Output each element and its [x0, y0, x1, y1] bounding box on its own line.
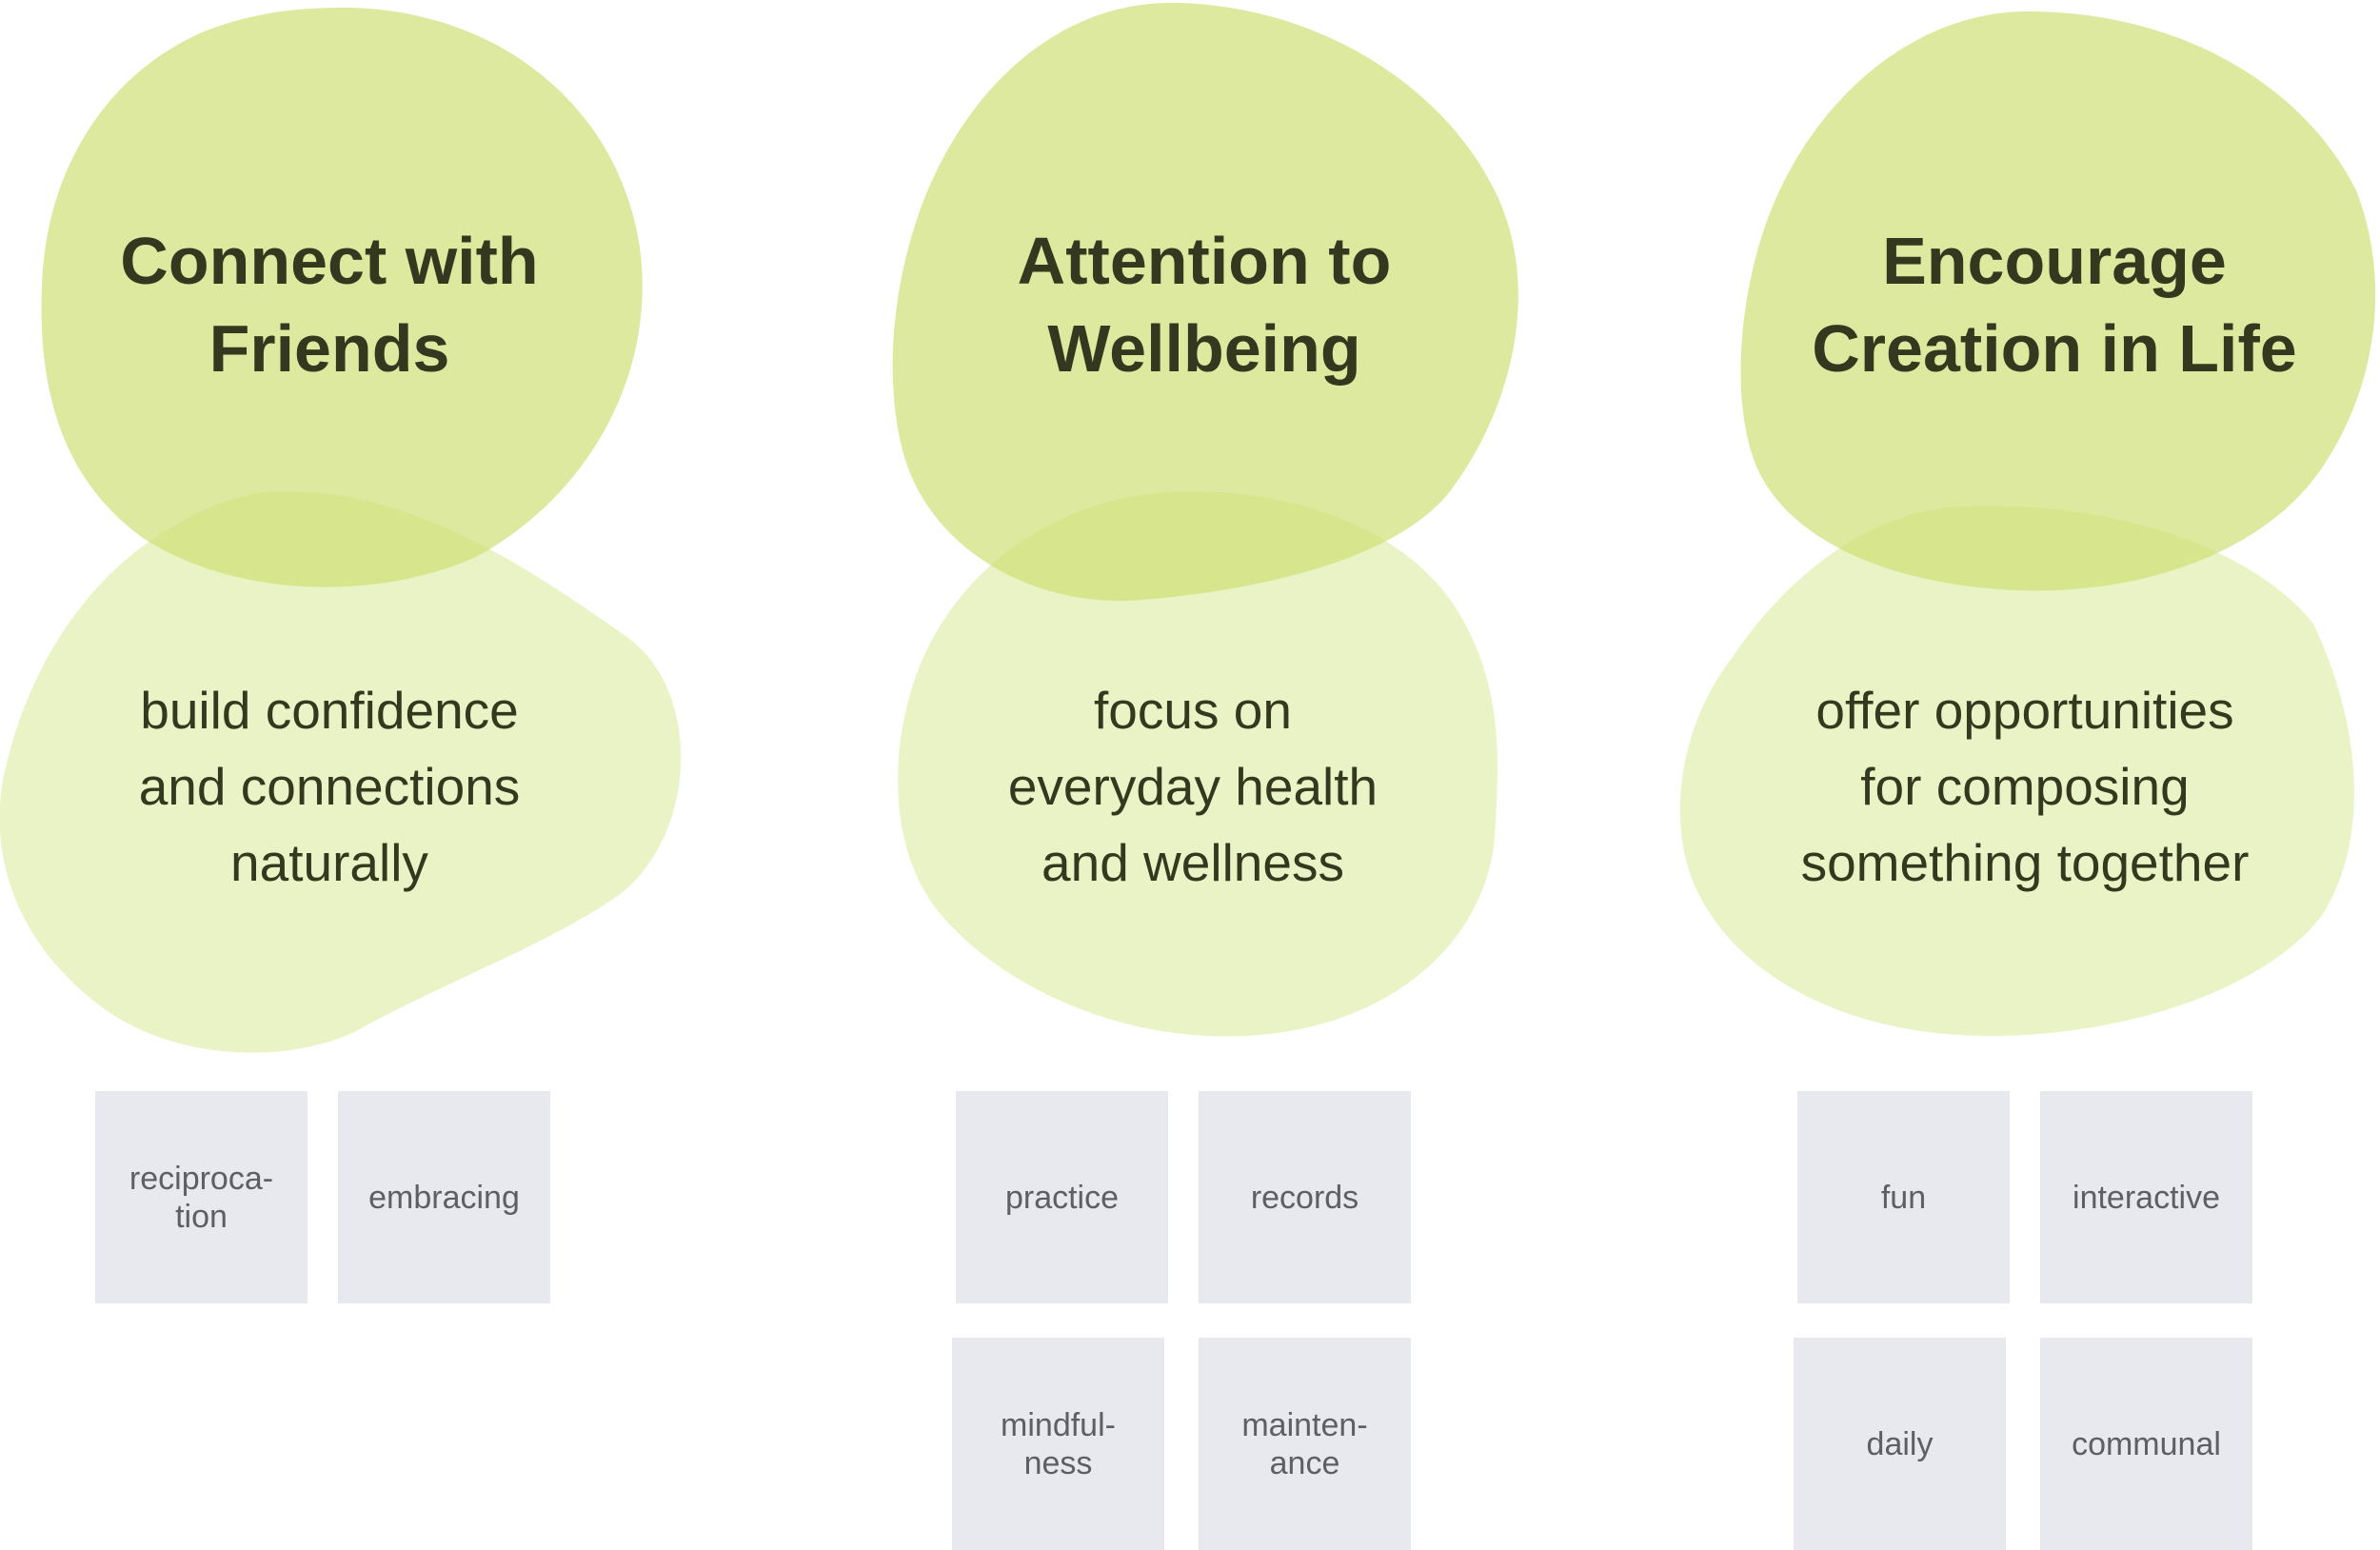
subtitle-blob-wellbeing [898, 491, 1498, 1037]
tag-daily: daily [1794, 1338, 2006, 1550]
tag-communal: communal [2040, 1338, 2252, 1550]
tag-embracing: embracing [338, 1091, 550, 1303]
column-subtitle-connect: build confidence and connections natural… [138, 681, 521, 892]
column-title-creation: Encourage Creation in Life [1812, 224, 2297, 386]
subtitle-blob-creation [1679, 506, 2354, 1037]
title-blob-creation [1740, 11, 2376, 591]
title-blob-connect [41, 8, 643, 587]
column-subtitle-wellbeing: focus on everyday health and wellness [1007, 681, 1378, 892]
column-title-connect: Connect with Friends [120, 224, 539, 386]
title-blob-wellbeing [892, 3, 1518, 602]
tag-practice: practice [956, 1091, 1168, 1303]
tag-reciprocation: reciproca- tion [95, 1091, 307, 1303]
column-subtitle-creation: offer opportunities for composing someth… [1800, 681, 2250, 892]
subtitle-blob-connect [0, 491, 682, 1053]
tag-interactive: interactive [2040, 1091, 2252, 1303]
tag-records: records [1199, 1091, 1411, 1303]
column-title-wellbeing: Attention to Wellbeing [1017, 224, 1392, 386]
tag-mindfulness: mindful- ness [952, 1338, 1164, 1550]
tag-maintenance: mainten- ance [1199, 1338, 1411, 1550]
tag-fun: fun [1797, 1091, 2010, 1303]
